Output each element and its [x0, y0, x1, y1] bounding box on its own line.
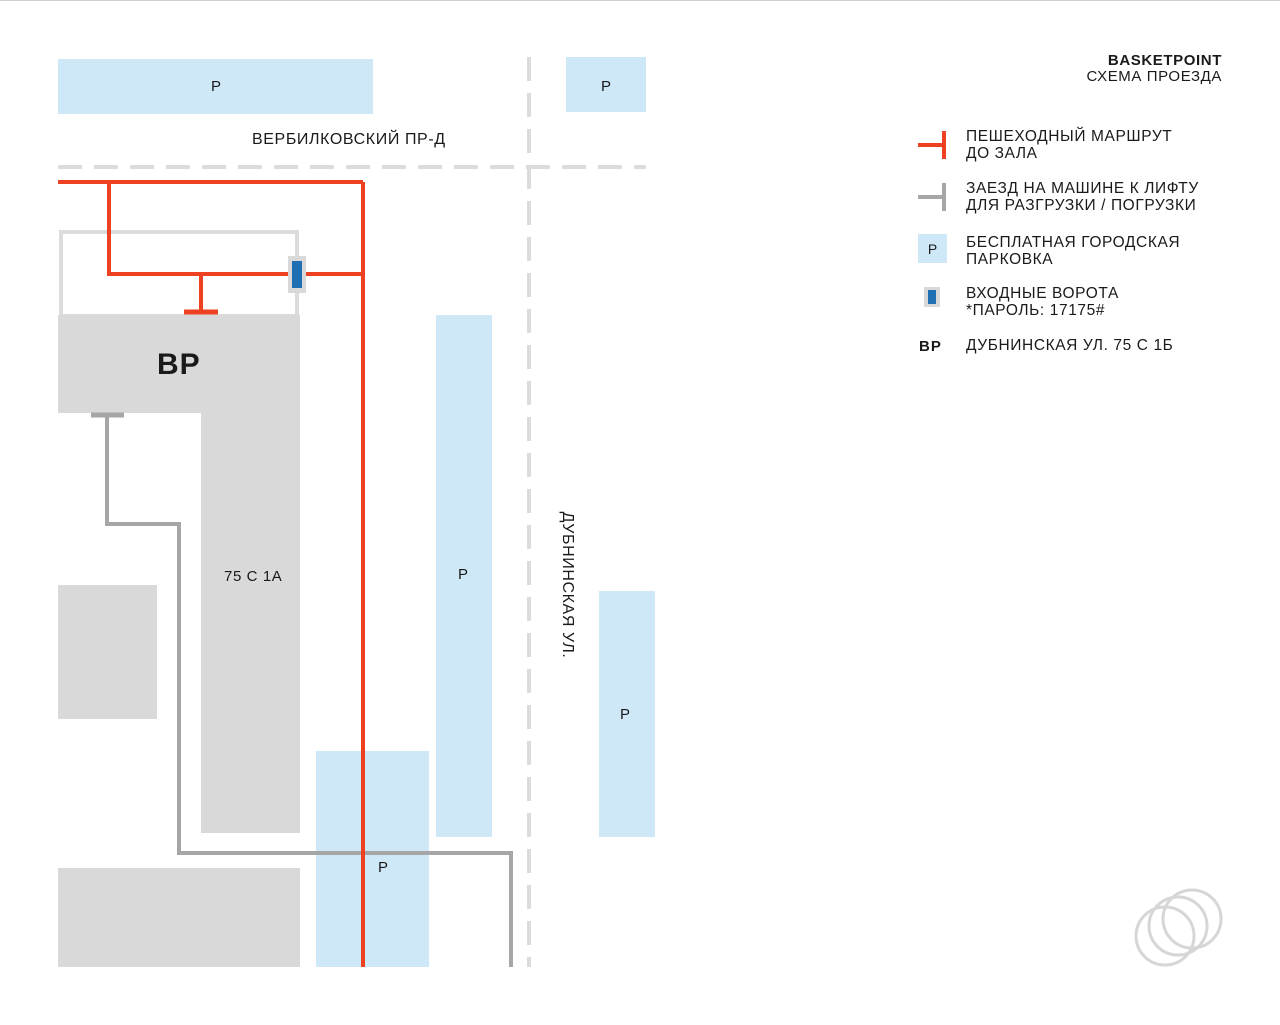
parking-lot-right: [599, 591, 655, 837]
legend-item-gate: ВХОДНЫЕ ВОРОТА *ПАРОЛЬ: 17175#: [916, 285, 1119, 319]
parking-label-right: Р: [620, 706, 631, 723]
parking-lot-top-left: [58, 59, 373, 114]
pedestrian-route-yard: [107, 182, 363, 276]
map-subtitle: СХЕМА ПРОЕЗДА: [1086, 68, 1222, 85]
parking-label-top-right: Р: [601, 78, 612, 95]
map-title: BASKETPOINT СХЕМА ПРОЕЗДА: [1087, 53, 1223, 85]
legend-text-car: ЗАЕЗД НА МАШИНЕ К ЛИФТУ ДЛЯ РАЗГРУЗКИ / …: [966, 180, 1199, 214]
building-bp-mark: BP: [157, 348, 201, 381]
legend-text-pedestrian: ПЕШЕХОДНЫЙ МАРШРУТ ДО ЗАЛА: [966, 128, 1173, 162]
gate-legend-icon: [924, 287, 940, 307]
car-route: [105, 415, 513, 967]
parking-label-bottom: Р: [378, 859, 389, 876]
legend-text-parking: БЕСПЛАТНАЯ ГОРОДСКАЯ ПАРКОВКА: [966, 234, 1181, 268]
brand-name: BASKETPOINT: [1107, 52, 1222, 69]
red-route-icon: [918, 131, 946, 159]
legend-text-bp: ДУБНИНСКАЯ УЛ. 75 С 1Б: [966, 337, 1174, 354]
legend-item-car: ЗАЕЗД НА МАШИНЕ К ЛИФТУ ДЛЯ РАЗГРУЗКИ / …: [916, 180, 1199, 214]
logo-rings-icon: [1134, 888, 1223, 967]
parking-lot-bottom: [316, 751, 429, 967]
bp-icon: BP: [919, 338, 942, 355]
parking-icon: Р: [918, 234, 947, 263]
gray-route-icon: [918, 183, 946, 211]
parking-label-top-left: Р: [211, 78, 222, 95]
legend-item-bp: BP ДУБНИНСКАЯ УЛ. 75 С 1Б: [916, 337, 1173, 371]
street-label-dubninskaya: ДУБНИНСКАЯ УЛ.: [559, 511, 576, 659]
parking-label-middle: Р: [458, 566, 469, 583]
building-bp-upper: [58, 315, 300, 413]
building-bottom-left: [58, 868, 300, 967]
parking-lot-top-right: [566, 57, 646, 112]
building-left: [58, 585, 157, 719]
gate-icon: [292, 261, 302, 288]
building-label-75-1a: 75 С 1А: [224, 568, 283, 585]
building-75-1a: [201, 411, 300, 833]
parking-lot-middle: [436, 315, 492, 837]
legend-item-parking: Р БЕСПЛАТНАЯ ГОРОДСКАЯ ПАРКОВКА: [916, 234, 1180, 268]
legend-text-gate: ВХОДНЫЕ ВОРОТА *ПАРОЛЬ: 17175#: [966, 285, 1119, 319]
legend-item-pedestrian: ПЕШЕХОДНЫЙ МАРШРУТ ДО ЗАЛА: [916, 128, 1172, 162]
street-label-verbilkovsky: ВЕРБИЛКОВСКИЙ ПР-Д: [252, 131, 446, 148]
